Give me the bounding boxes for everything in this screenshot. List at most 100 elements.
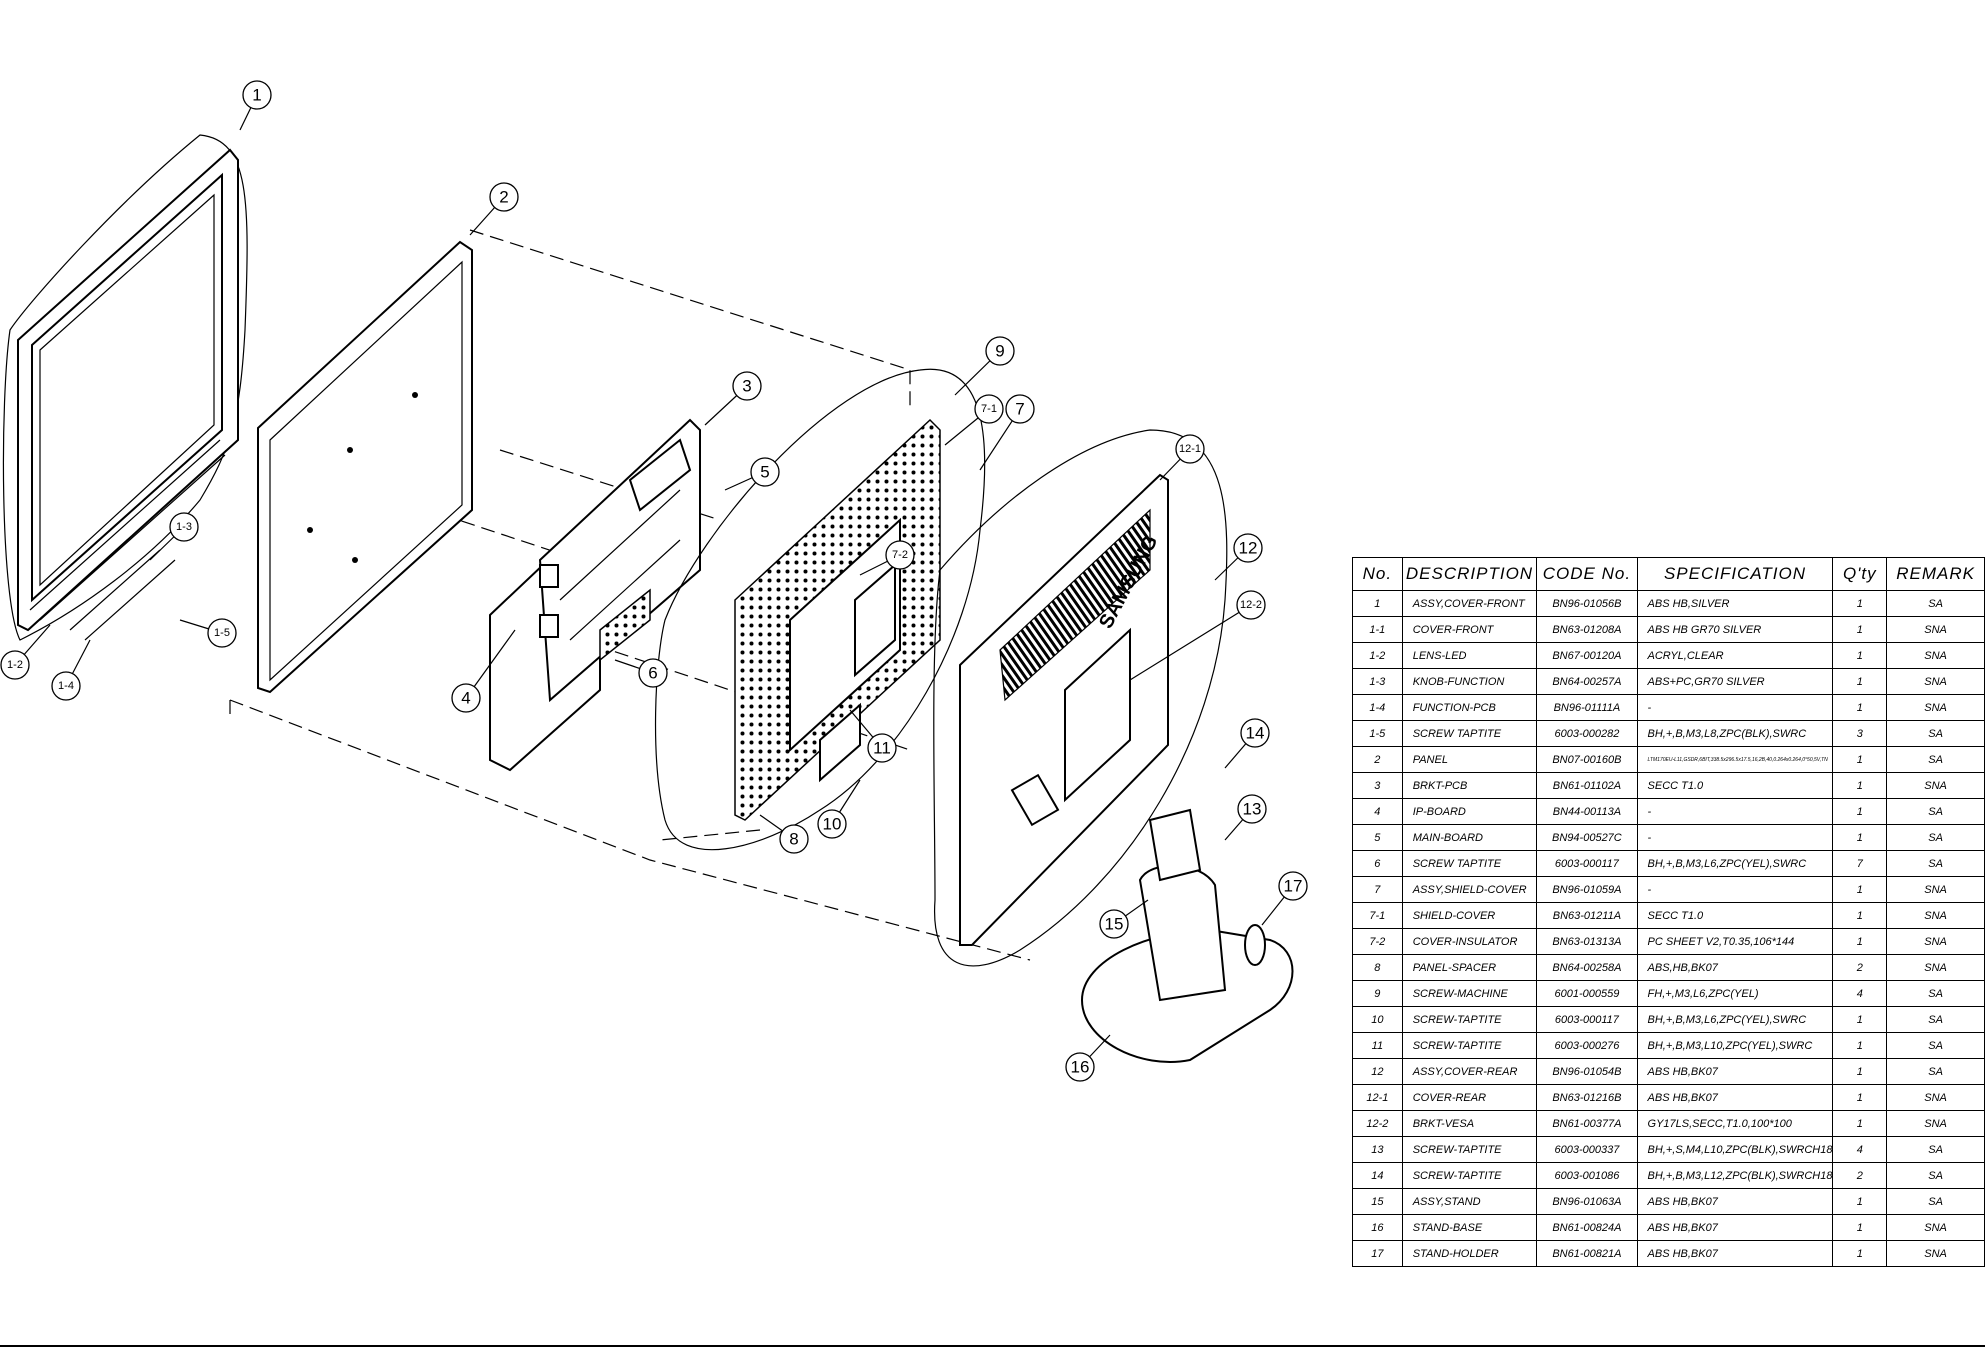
callout-13: 13 (1224, 794, 1267, 841)
cell-spec: BH,+,B,M3,L10,ZPC(YEL),SWRC (1636, 1032, 1834, 1059)
part-pcb-bracket (489, 418, 701, 772)
cell-qty: 2 (1832, 1162, 1888, 1189)
cell-desc: PANEL-SPACER (1401, 954, 1538, 981)
cell-no: 7-1 (1352, 902, 1403, 929)
cell-spec: ABS+PC,GR70 SILVER (1636, 668, 1834, 695)
callout-number: 12 (1239, 539, 1258, 558)
callout-7-2: 7-2 (859, 540, 915, 576)
cell-qty: 1 (1832, 928, 1888, 955)
cell-spec: SECC T1.0 (1636, 902, 1834, 929)
callout-number: 2 (499, 188, 508, 207)
cell-desc: PANEL (1401, 746, 1538, 773)
cell-no: 15 (1352, 1188, 1403, 1215)
header-remark: REMARK (1886, 557, 1985, 591)
cell-spec: ABS HB,BK07 (1636, 1214, 1834, 1241)
cell-spec: - (1636, 798, 1834, 825)
cell-qty: 1 (1832, 1240, 1888, 1267)
cell-spec: BH,+,B,M3,L12,ZPC(BLK),SWRCH18 (1636, 1162, 1834, 1189)
cell-code: BN67-00120A (1536, 642, 1638, 669)
cell-no: 7-2 (1352, 928, 1403, 955)
callout-circle (779, 824, 809, 854)
cell-spec: ABS HB,BK07 (1636, 1084, 1834, 1111)
cell-code: BN63-01211A (1536, 902, 1638, 929)
callout-number: 15 (1105, 915, 1124, 934)
cell-qty: 1 (1832, 876, 1888, 903)
cell-spec: ABS HB,BK07 (1636, 1188, 1834, 1215)
cell-qty: 3 (1832, 720, 1888, 747)
callout-circle (974, 394, 1004, 424)
cell-no: 5 (1352, 824, 1403, 851)
cell-no: 10 (1352, 1006, 1403, 1033)
cell-desc: STAND-BASE (1401, 1214, 1538, 1241)
callout-circle (1175, 434, 1205, 464)
cell-desc: SCREW-TAPTITE (1401, 1162, 1538, 1189)
cell-remark: SA (1886, 720, 1985, 747)
table-header-row: No. DESCRIPTION CODE No. SPECIFICATION Q… (1352, 557, 1985, 591)
callout-circle (1237, 794, 1267, 824)
cell-remark: SNA (1886, 876, 1985, 903)
cell-desc: SCREW-TAPTITE (1401, 1136, 1538, 1163)
cell-qty: 1 (1832, 616, 1888, 643)
cell-no: 17 (1352, 1240, 1403, 1267)
cell-qty: 1 (1832, 1058, 1888, 1085)
cell-code: 6003-000282 (1536, 720, 1638, 747)
callout-circle (1099, 909, 1129, 939)
callout-3: 3 (704, 371, 762, 426)
cell-desc: MAIN-BOARD (1401, 824, 1538, 851)
cell-remark: SNA (1886, 902, 1985, 929)
part-rear-cover: SAMSUNG (933, 429, 1228, 967)
cell-code: 6003-000276 (1536, 1032, 1638, 1059)
cell-spec: BH,+,B,M3,L8,ZPC(BLK),SWRC (1636, 720, 1834, 747)
cell-desc: ASSY,COVER-REAR (1401, 1058, 1538, 1085)
callout-number: 5 (760, 463, 769, 482)
cell-no: 1-2 (1352, 642, 1403, 669)
cell-remark: SNA (1886, 642, 1985, 669)
callout-7: 7 (979, 394, 1035, 471)
cell-desc: SCREW-TAPTITE (1401, 1006, 1538, 1033)
part-stand (1080, 808, 1294, 1063)
cell-qty: 1 (1832, 590, 1888, 617)
cell-code: BN63-01313A (1536, 928, 1638, 955)
callout-circle (885, 540, 915, 570)
cell-code: BN61-01102A (1536, 772, 1638, 799)
callout-number: 12-1 (1179, 443, 1201, 455)
cell-no: 7 (1352, 876, 1403, 903)
cell-desc: SHIELD-COVER (1401, 902, 1538, 929)
cell-desc: SCREW-MACHINE (1401, 980, 1538, 1007)
cell-desc: ASSY,STAND (1401, 1188, 1538, 1215)
cell-no: 1-4 (1352, 694, 1403, 721)
cell-no: 16 (1352, 1214, 1403, 1241)
callout-8: 8 (759, 814, 809, 854)
cell-code: BN63-01216B (1536, 1084, 1638, 1111)
cell-no: 3 (1352, 772, 1403, 799)
callout-number: 9 (995, 342, 1004, 361)
callout-number: 7 (1015, 400, 1024, 419)
callout-number: 13 (1243, 800, 1262, 819)
callout-2: 2 (469, 182, 519, 236)
cell-spec: - (1636, 694, 1834, 721)
cell-no: 11 (1352, 1032, 1403, 1059)
cell-remark: SA (1886, 1136, 1985, 1163)
cell-remark: SNA (1886, 928, 1985, 955)
cell-no: 6 (1352, 850, 1403, 877)
callout-10: 10 (817, 779, 861, 839)
callout-number: 1 (252, 86, 261, 105)
cell-remark: SA (1886, 1032, 1985, 1059)
cell-no: 1-5 (1352, 720, 1403, 747)
cell-code: BN63-01208A (1536, 616, 1638, 643)
cell-remark: SA (1886, 980, 1985, 1007)
cell-desc: KNOB-FUNCTION (1401, 668, 1538, 695)
callout-circle (1240, 718, 1270, 748)
callout-circle (0, 650, 30, 680)
callout-number: 1-4 (58, 680, 74, 692)
cell-spec: BH,+,B,M3,L6,ZPC(YEL),SWRC (1636, 850, 1834, 877)
callout-circle (169, 512, 199, 542)
